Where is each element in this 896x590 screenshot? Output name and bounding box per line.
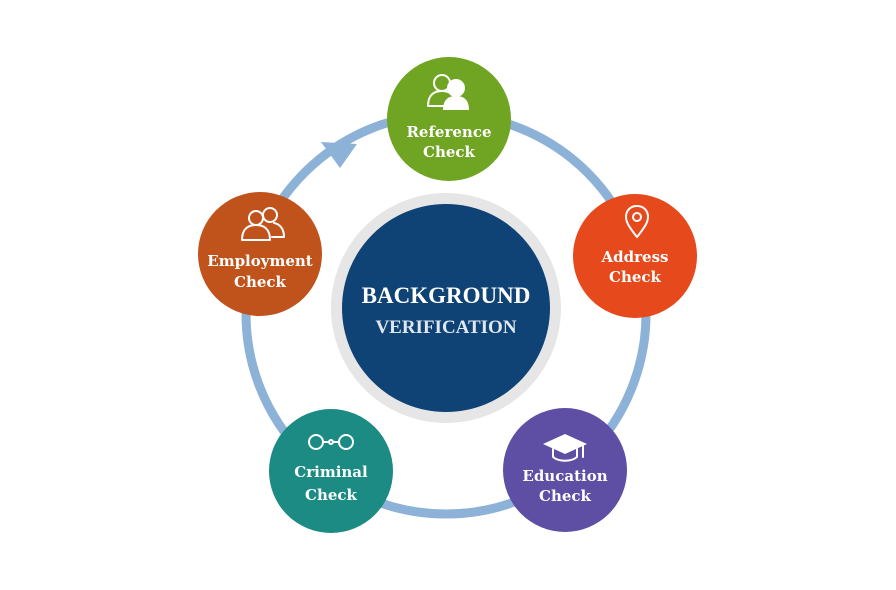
- step-address-label-2: Check: [609, 268, 662, 286]
- step-education-label-1: Education: [522, 467, 607, 485]
- step-criminal-label-1: Criminal: [294, 463, 368, 481]
- step-criminal-circle: [269, 409, 393, 533]
- step-address-label-1: Address: [601, 248, 669, 266]
- step-education-label-2: Check: [539, 487, 592, 505]
- step-employment-circle: [198, 192, 322, 316]
- step-employment-label-2: Check: [234, 273, 287, 291]
- center-subtitle: VERIFICATION: [375, 317, 516, 338]
- step-employment-label-1: Employment: [207, 252, 313, 270]
- cycle-arrow-icon: [321, 142, 357, 168]
- map-pin-icon: [625, 205, 649, 238]
- step-employment: Employment Check: [198, 192, 322, 316]
- step-address: Address Check: [573, 194, 697, 318]
- people-icon: [427, 74, 469, 110]
- center-title: BACKGROUND: [362, 283, 531, 308]
- step-reference-circle: [387, 57, 511, 181]
- step-education-circle: [503, 408, 627, 532]
- step-address-circle: [573, 194, 697, 318]
- step-education: Education Check: [503, 408, 627, 532]
- step-reference: Reference Check: [387, 57, 511, 181]
- center-circle: [342, 204, 550, 412]
- handcuffs-icon: [308, 434, 354, 450]
- step-reference-label-2: Check: [423, 143, 476, 161]
- employees-icon: [241, 207, 285, 241]
- step-criminal-label-2: Check: [305, 486, 358, 504]
- step-reference-label-1: Reference: [406, 123, 491, 141]
- graduation-cap-icon: [543, 434, 587, 462]
- step-criminal: Criminal Check: [269, 409, 393, 533]
